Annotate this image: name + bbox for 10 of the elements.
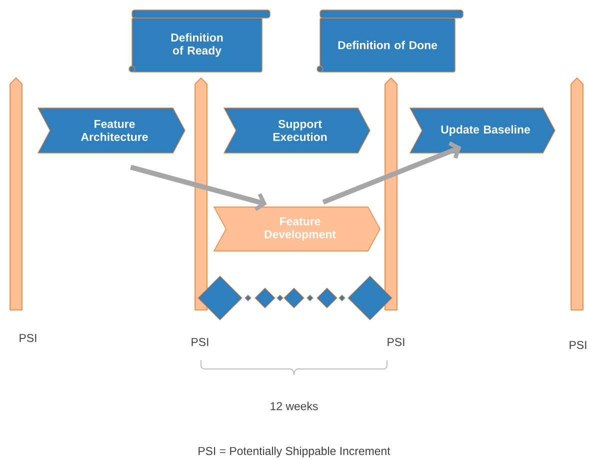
psi-label: PSI [192,338,208,346]
psi-label: PSI [570,340,586,350]
scroll-banner: Definition of Ready [128,10,270,72]
psi-label: PSI [388,338,404,346]
caption: PSI = Potentially Shippable Increment [198,446,390,458]
psi-label: PSI [20,334,36,342]
arrow [130,164,267,212]
duration-label: 12 weeks [270,402,318,410]
arrow [322,141,462,205]
scroll-banner: Definition of Done [316,10,464,72]
